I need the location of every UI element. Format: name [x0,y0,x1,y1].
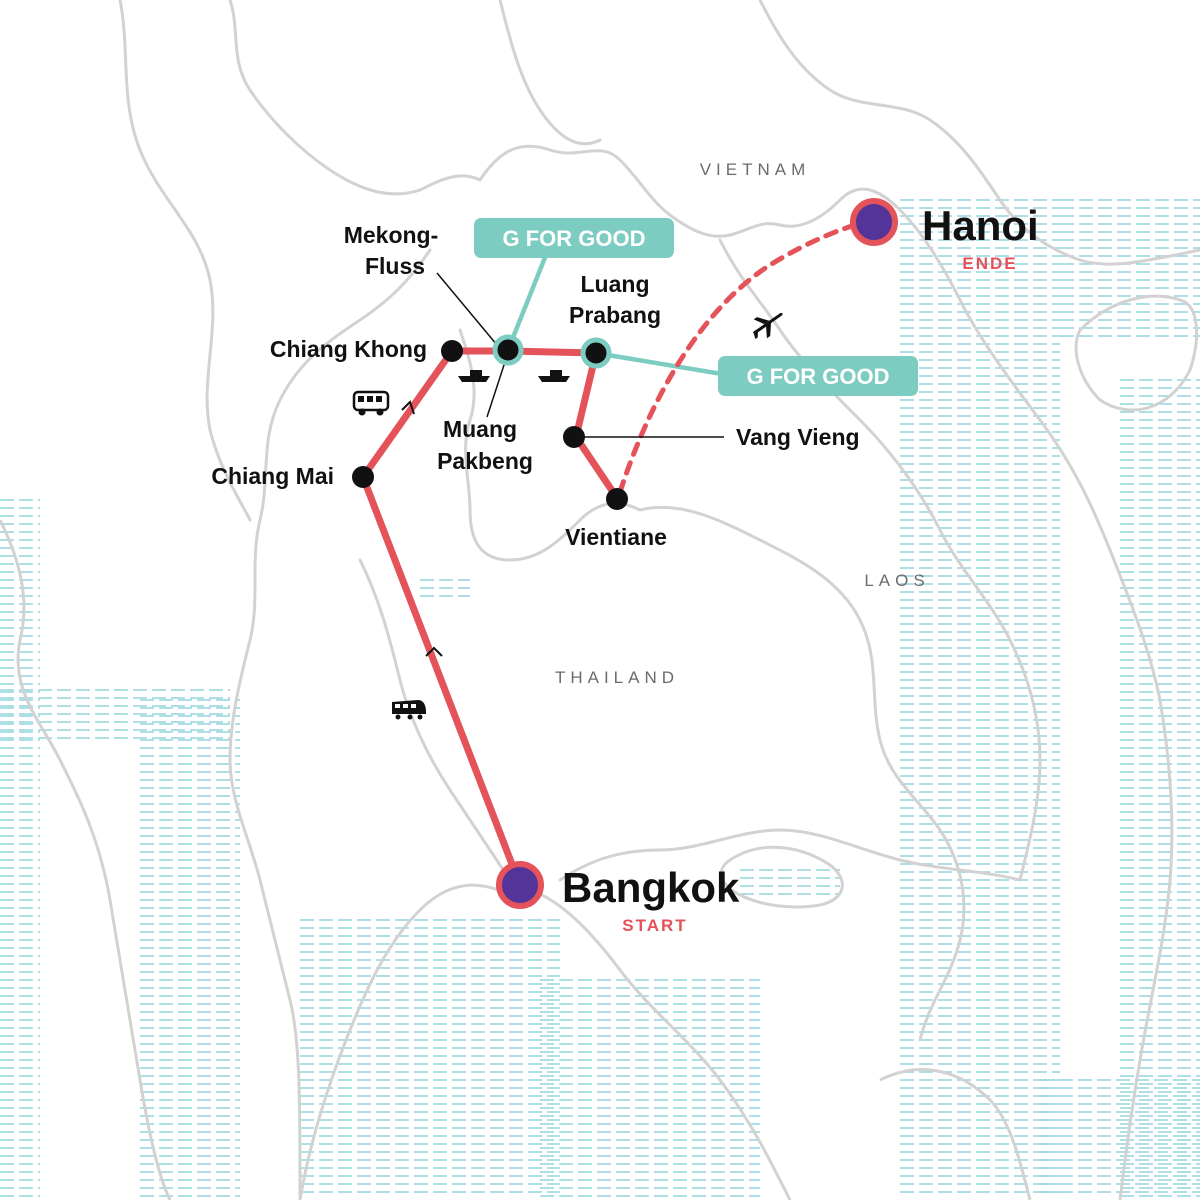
border-myanmar-thai [228,248,432,1200]
boat-icon [458,370,490,382]
border-north [228,0,482,196]
border-laos-vietnam [718,238,1042,882]
city-label-chiang-khong: Chiang Khong [270,336,427,362]
coastline-west [0,519,172,1200]
g-for-good-badge-2[interactable]: G FOR GOOD [718,356,918,396]
g-for-good-label: G FOR GOOD [503,226,646,251]
sea-area [0,199,1200,1197]
stop-chiang-khong-marker[interactable] [441,340,463,362]
connector-luangprabang-good [595,350,741,380]
city-label-bangkok: Bangkok [562,864,740,911]
border-cambodia [558,828,1022,882]
city-label-chiang-mai: Chiang Mai [211,463,334,489]
end-hanoi-marker[interactable] [850,198,898,246]
train-icon [392,700,426,720]
coastline-hainan [1074,294,1199,412]
border-north-2 [498,0,602,146]
border-thai-laos-north [458,328,642,562]
city-label-luang-prabang-line2: Prabang [569,302,661,328]
g-for-good-connectors [505,249,741,380]
country-label-thailand: THAILAND [555,668,679,687]
stop-vang-vieng-marker[interactable] [563,426,585,448]
stop-vientiane-marker[interactable] [606,488,628,510]
coastline-vietnam [898,208,1174,1200]
bus-icon [352,390,390,416]
city-label-vang-vieng: Vang Vieng [736,424,860,450]
coastline-mekong-delta [879,1068,1032,1200]
border-west-inner [118,0,252,522]
boat-icon [538,370,570,382]
border-northeast [758,0,1200,266]
start-bangkok-marker[interactable] [496,861,544,909]
country-label-laos: LAOS [864,571,929,590]
river-label-line2: Fluss [365,253,425,279]
city-label-hanoi: Hanoi [922,202,1039,249]
coastline-gulf-east [529,888,792,1200]
country-label-vietnam: VIETNAM [700,160,811,179]
border-mekong-east [638,505,966,1042]
river-label-line1: Mekong- [344,222,439,248]
city-label-pakbeng-line2: Pakbeng [437,448,533,474]
border-thai-inner [358,558,512,882]
city-label-vientiane: Vientiane [565,524,667,550]
stop-pakbeng-marker[interactable] [492,334,524,366]
coastline-lake [719,845,844,909]
start-tag: START [622,916,687,935]
end-tag: ENDE [962,254,1017,273]
direction-arrow [401,400,415,415]
plane-icon [752,312,783,340]
leader-pakbeng [486,361,506,418]
leader-mekong [436,272,498,346]
stops [352,198,898,909]
city-label-pakbeng-line1: Muang [443,416,517,442]
city-label-luang-prabang-line1: Luang [581,271,650,297]
connector-pakbeng-good [505,249,551,351]
coastline-gulf-west [298,883,511,1200]
g-for-good-badge-1[interactable]: G FOR GOOD [474,218,674,258]
stop-luang-prabang-marker[interactable] [580,337,612,369]
g-for-good-label: G FOR GOOD [747,364,890,389]
stop-chiang-mai-marker[interactable] [352,466,374,488]
direction-arrow [425,646,443,657]
border-china-laos [478,144,902,238]
route-flight [617,219,871,495]
